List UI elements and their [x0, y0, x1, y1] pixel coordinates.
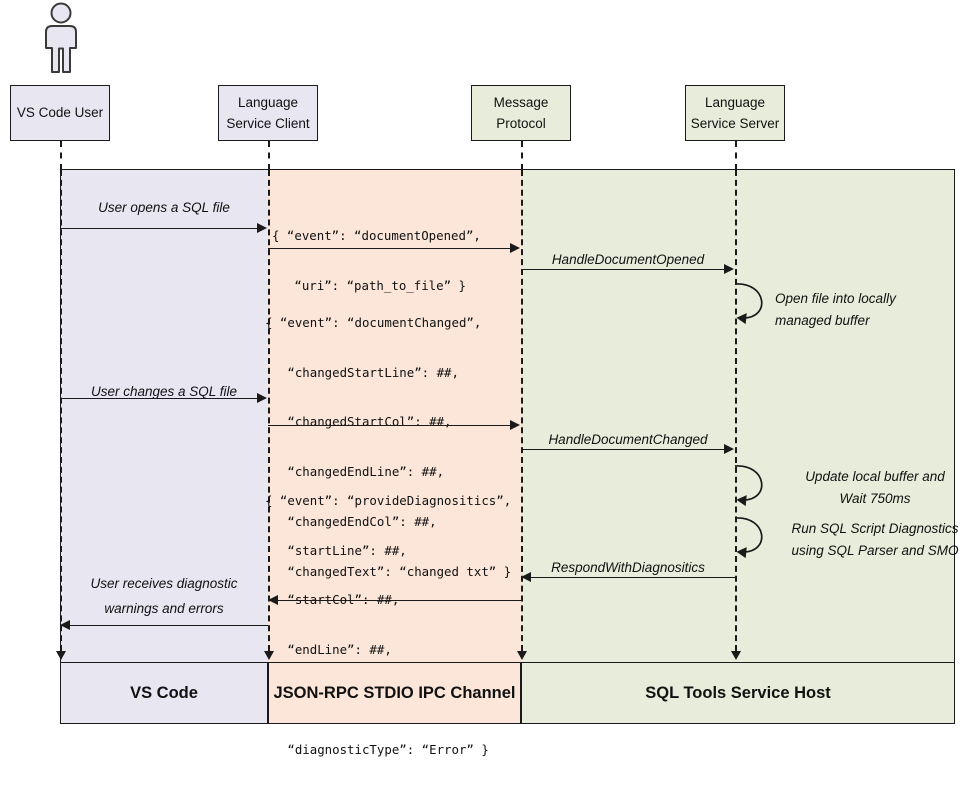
note-open-file-into-buffer: Open file into locally managed buffer: [775, 288, 962, 333]
label-user-receives-diagnostics: User receives diagnostic warnings and er…: [60, 572, 268, 622]
label-respond-with-diagnostics: RespondWithDiagnositics: [551, 560, 705, 575]
label-handle-document-opened: HandleDocumentOpened: [551, 252, 705, 267]
arrow-handle-document-changed-head: [724, 443, 734, 454]
arrow-user-opens-line: [60, 228, 258, 229]
note-line2: Wait 750ms: [839, 491, 911, 507]
arrow-client-to-user-line: [70, 625, 268, 626]
lifeline-client-top: [268, 141, 270, 170]
lifeline-end-arrow-protocol: [516, 651, 527, 660]
note-line2: using SQL Parser and SMO: [791, 543, 959, 559]
participant-label: VS Code User: [16, 105, 104, 121]
lifeline-end-arrow-user: [55, 651, 66, 660]
payload-line: “startCol”: ##,: [265, 592, 400, 608]
label-handle-document-changed: HandleDocumentChanged: [548, 432, 708, 447]
arrow-client-to-protocol-changed-head: [510, 419, 520, 430]
label-line1: User receives diagnostic: [90, 576, 238, 591]
participant-label-line2: Protocol: [496, 116, 546, 131]
band-ipc-channel: [268, 170, 521, 662]
payload-line: { “event”: “documentOpened”,: [272, 227, 481, 243]
arrow-protocol-to-client-head: [268, 594, 278, 605]
arrow-user-changes-head: [257, 392, 267, 403]
arrow-client-to-protocol-opened-head: [510, 242, 520, 253]
participant-language-service-client[interactable]: Language Service Client: [218, 85, 318, 141]
payload-line: “endLine”: ##,: [265, 642, 392, 658]
payload-line: “changedStartCol”: ##,: [265, 414, 452, 430]
label-line2: warnings and errors: [104, 600, 224, 616]
payload-line: “startLine”: ##,: [265, 542, 407, 558]
lifeline-vs-code-user-top: [60, 141, 62, 170]
footer-cell-ipc-channel: JSON-RPC STDIO IPC Channel: [268, 662, 521, 724]
band-service-host: [521, 170, 955, 662]
payload-line: “uri”: “path_to_file” }: [272, 277, 466, 293]
lifeline-language-service-client: [268, 170, 270, 651]
sequence-diagram-canvas: VS Code User Language Service Client Mes…: [10, 2, 962, 757]
participant-label-line1: Message: [493, 94, 549, 110]
arrow-handle-document-changed-line: [521, 449, 725, 450]
payload-line: “changedEndCol”: ##,: [265, 514, 437, 530]
footer-label: SQL Tools Service Host: [645, 683, 831, 702]
selfloop-run-diagnostics: [733, 512, 779, 567]
person-icon: [36, 2, 86, 76]
note-line1: Open file into locally: [775, 291, 896, 306]
arrow-client-to-protocol-changed-line: [268, 425, 511, 426]
lifeline-server-top: [735, 141, 737, 170]
participant-label-line1: Language: [237, 94, 299, 110]
lifeline-vs-code-user: [60, 170, 62, 651]
lifeline-protocol-top: [521, 141, 523, 170]
participant-language-service-server[interactable]: Language Service Server: [685, 85, 785, 141]
participant-vs-code-user[interactable]: VS Code User: [10, 85, 110, 141]
arrow-protocol-to-client-line: [278, 600, 521, 601]
payload-line: { “event”: “documentChanged”,: [265, 314, 482, 330]
payload-line: “changedStartLine”: ##,: [265, 364, 459, 380]
arrow-respond-with-diagnostics-head: [521, 571, 531, 582]
participant-label-line2: Service Client: [226, 116, 310, 131]
arrow-handle-document-opened-head: [724, 263, 734, 274]
selfloop-open-file: [733, 278, 779, 333]
participant-label-line1: Language: [704, 94, 766, 110]
note-line1: Update local buffer and: [805, 469, 945, 484]
lifeline-end-arrow-server: [730, 651, 741, 660]
arrow-user-opens-head: [257, 222, 267, 233]
lifeline-end-arrow-client: [263, 651, 274, 660]
arrow-handle-document-opened-line: [521, 269, 725, 270]
participant-message-protocol[interactable]: Message Protocol: [471, 85, 571, 141]
footer-label: VS Code: [130, 683, 198, 702]
note-line2: managed buffer: [775, 313, 870, 329]
lifeline-message-protocol: [521, 170, 523, 651]
lifeline-language-service-server: [735, 170, 737, 651]
payload-line: “diagnosticType”: “Error” }: [265, 741, 489, 757]
payload-line: { “event”: “provideDiagnositics”,: [265, 492, 512, 508]
arrow-client-to-protocol-opened-line: [268, 248, 511, 249]
arrow-user-changes-line: [60, 398, 258, 399]
selfloop-update-buffer: [733, 460, 779, 515]
label-user-opens-sql-file: User opens a SQL file: [98, 200, 230, 215]
arrow-client-to-user-head: [60, 619, 70, 630]
note-update-local-buffer: Update local buffer and Wait 750ms: [770, 466, 962, 511]
arrow-respond-with-diagnostics-line: [531, 577, 735, 578]
note-line1: Run SQL Script Diagnostics: [791, 521, 959, 536]
footer-cell-vs-code: VS Code: [60, 662, 268, 724]
participant-label-line2: Service Server: [690, 116, 780, 131]
label-user-changes-sql-file: User changes a SQL file: [90, 384, 238, 399]
footer-cell-service-host: SQL Tools Service Host: [521, 662, 955, 724]
provide-diagnostics-payload: { “event”: “provideDiagnositics”, “start…: [265, 463, 521, 787]
band-vs-code: [60, 170, 268, 662]
payload-line: “changedText”: “changed txt” }: [265, 563, 512, 579]
note-run-sql-script-diagnostics: Run SQL Script Diagnostics using SQL Par…: [770, 518, 962, 563]
footer-label: JSON-RPC STDIO IPC Channel: [273, 683, 516, 702]
document-opened-payload: { “event”: “documentOpened”, “uri”: “pat…: [272, 198, 518, 322]
payload-line: “changedEndLine”: ##,: [265, 464, 445, 480]
